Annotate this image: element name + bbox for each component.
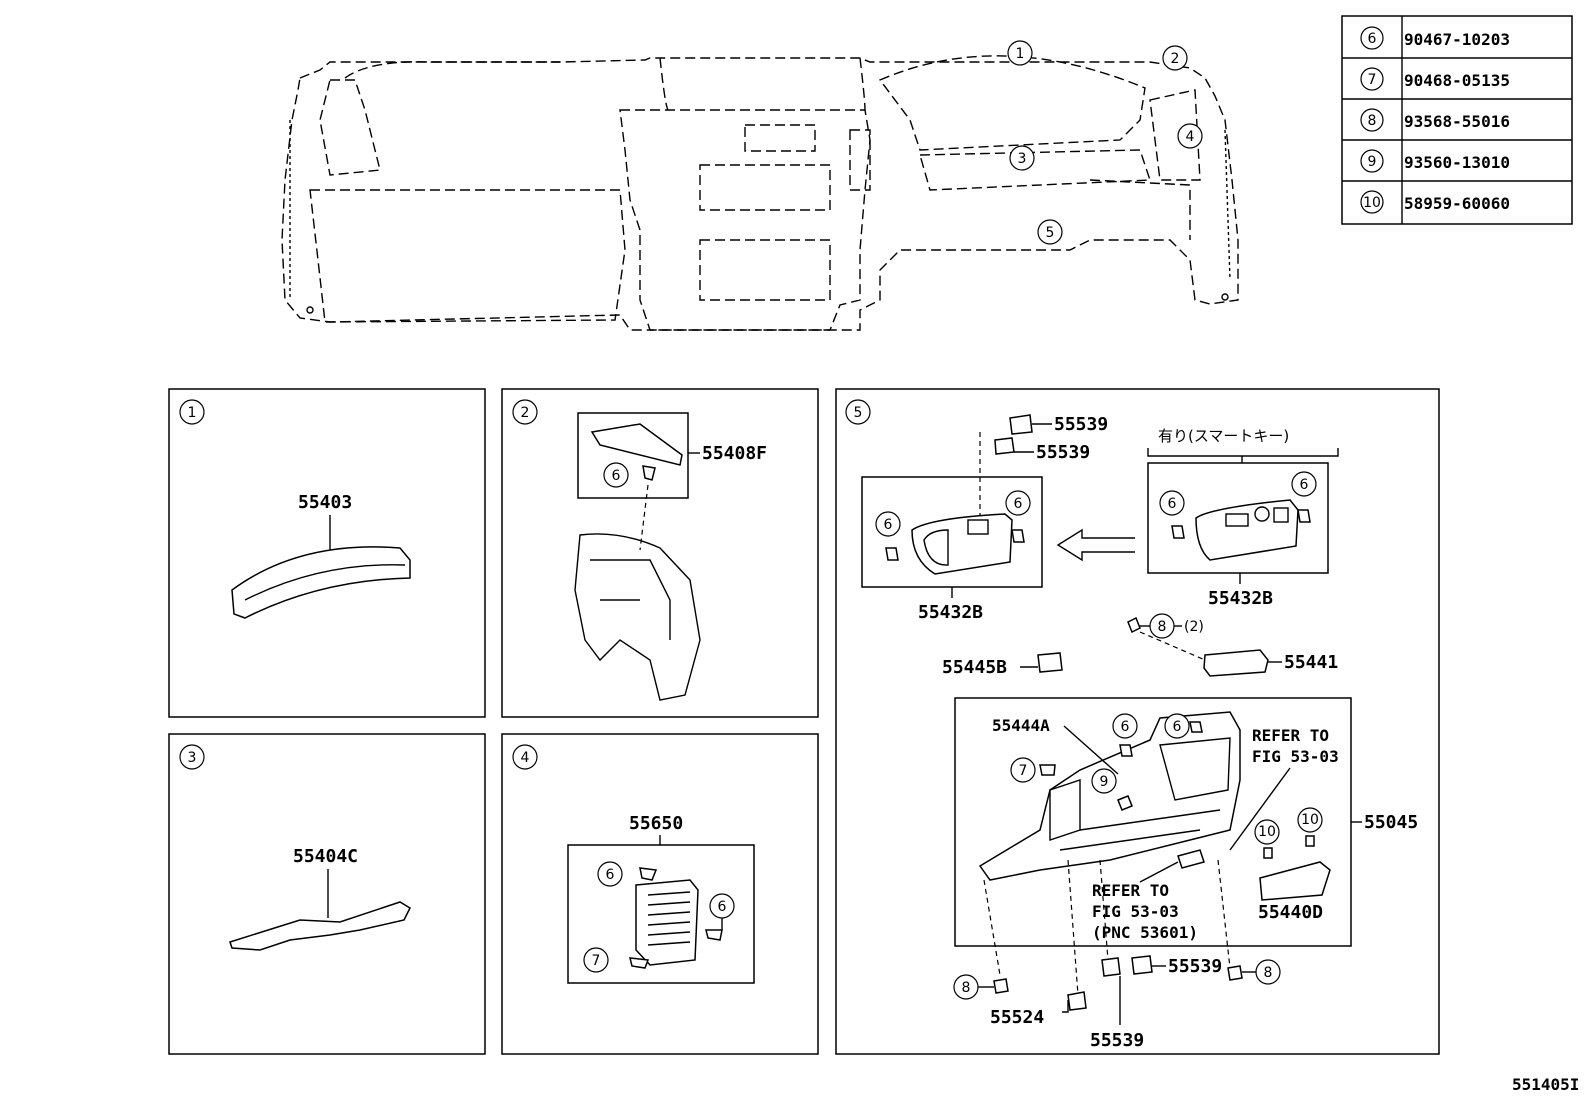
hole-cover-55445B [1037,652,1063,673]
panel-1: 1 55403 [168,388,486,718]
part-label-55444A: 55444A [992,716,1050,735]
part-label-55524: 55524 [990,1007,1044,1028]
fastener-callout: 6 [884,517,893,533]
refer-note-2-line3: (PNC 53601) [1092,923,1198,942]
table-part-number: 58959-60060 [1404,194,1510,213]
panel-number: 5 [854,405,863,421]
svg-text:2: 2 [1171,51,1180,67]
part-label-55650: 55650 [629,813,683,834]
dashboard-overview: 1 2 3 4 5 [281,40,1239,331]
table-part-number: 93568-55016 [1404,112,1510,131]
refer-note-2-line2: FIG 53-03 [1092,902,1179,921]
part-label-55432B: 55432B [1208,588,1273,609]
fastener-callout: 7 [1019,763,1028,779]
panel-number: 3 [188,750,197,766]
overview-callout-4: 4 [1177,123,1203,149]
table-ref-7: 7 [1368,72,1377,88]
dash-corner-assembly [574,533,701,701]
svg-text:3: 3 [1018,151,1027,167]
refer-note-1-line2: FIG 53-03 [1252,747,1339,766]
part-label-55403: 55403 [298,492,352,513]
fastener-callout: 6 [1121,719,1130,735]
clip-callout: 10 [1301,812,1319,828]
quantity-note: (2) [1184,619,1204,635]
switch-bezel-left [911,513,1013,575]
screw-callout: 8 [1264,965,1273,981]
fastener-callout: 6 [1173,719,1182,735]
clip-55524 [1067,991,1087,1011]
table-row: 9 93560-13010 [1360,149,1510,173]
table-part-number: 93560-13010 [1404,153,1510,172]
fastener-callout: 6 [1014,496,1023,512]
cover-55440D [1259,861,1331,901]
part-label-55539: 55539 [1036,442,1090,463]
fastener-callout: 7 [592,953,601,969]
svg-text:4: 4 [1186,129,1195,145]
refer-note-2-line1: REFER TO [1092,881,1169,900]
table-row: 8 93568-55016 [1360,108,1510,132]
panel-2: 2 55408F 6 [501,388,819,718]
switch-bezel-right [1195,499,1299,561]
bolt-callout: 9 [1100,774,1109,790]
overview-callout-1: 1 [1007,40,1033,66]
part-label-55404C: 55404C [293,846,358,867]
part-label-55432B: 55432B [918,602,983,623]
lower-trim-strip [229,901,411,951]
table-part-number: 90467-10203 [1404,30,1510,49]
replacement-arrow [1056,528,1135,562]
svg-text:1: 1 [1016,46,1025,62]
part-label-55440D: 55440D [1258,902,1323,923]
part-label-55045: 55045 [1364,812,1418,833]
fastener-callout: 6 [606,867,615,883]
parts-table: 6 90467-10203 7 90468-05135 8 93568-5501… [1341,15,1573,225]
overview-callout-5: 5 [1037,219,1063,245]
overview-callout-2: 2 [1162,45,1188,71]
overview-callout-3: 3 [1009,145,1035,171]
table-ref-9: 9 [1368,154,1377,170]
table-part-number: 90468-05135 [1404,71,1510,90]
table-row: 10 58959-60060 [1360,190,1510,214]
corner-cover [590,423,683,466]
side-vent-register [635,879,699,966]
panel-4: 4 55650 6 6 7 [501,733,819,1055]
switch-module-55441 [1203,649,1269,677]
panel-number: 2 [521,405,530,421]
fastener-callout: 6 [718,899,727,915]
panel-number: 4 [521,750,530,766]
part-label-55408F: 55408F [702,443,767,464]
panel-number: 1 [188,405,197,421]
part-label-55539: 55539 [1090,1030,1144,1051]
lower-instrument-panel-55045 [978,711,1241,881]
fastener-callout: 6 [612,468,621,484]
smart-key-note: 有り(スマートキー) [1158,427,1289,445]
screw-callout: 8 [962,980,971,996]
panel-5: 5 55539 55539 6 6 55432B 有り(スマートキー) [835,388,1440,1055]
illustration-code: 551405I [1512,1075,1579,1094]
fastener-callout: 6 [1300,477,1309,493]
upper-trim-panel [231,546,411,619]
fastener-callout: 6 [1168,496,1177,512]
table-ref-10: 10 [1363,195,1381,211]
panel-3: 3 55404C [168,733,486,1055]
part-label-55441: 55441 [1284,652,1338,673]
table-row: 6 90467-10203 [1360,26,1510,50]
refer-note-1-line1: REFER TO [1252,726,1329,745]
table-row: 7 90468-05135 [1360,67,1510,91]
table-ref-8: 8 [1368,113,1377,129]
part-label-55539: 55539 [1168,956,1222,977]
part-label-55445B: 55445B [942,657,1007,678]
screw-callout: 8 [1158,619,1167,635]
svg-text:5: 5 [1046,225,1055,241]
clip-callout: 10 [1258,824,1276,840]
part-label-55539: 55539 [1054,414,1108,435]
table-ref-6: 6 [1368,31,1377,47]
